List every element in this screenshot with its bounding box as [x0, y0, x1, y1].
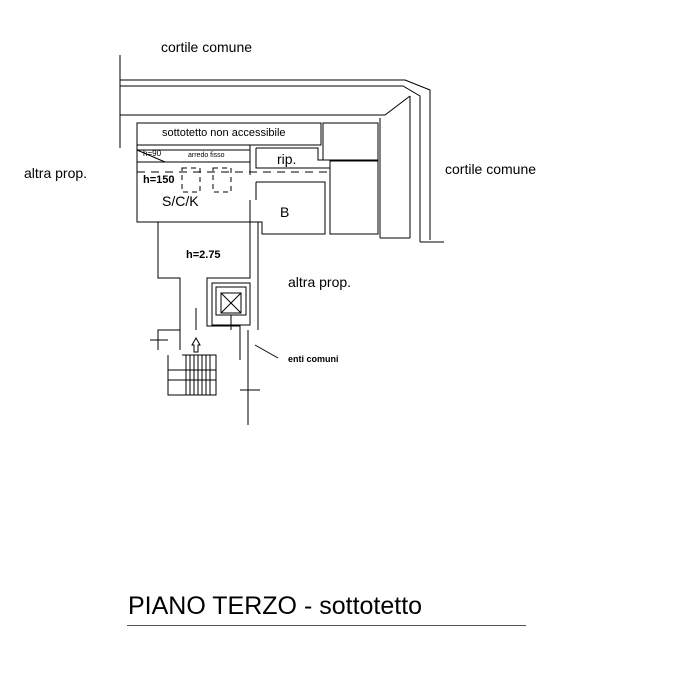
- up-arrow-icon: [192, 338, 200, 352]
- label-h275: h=2.75: [186, 249, 221, 261]
- drawing-title: PIANO TERZO - sottotetto: [128, 592, 423, 620]
- label-altra-left: altra prop.: [24, 165, 88, 181]
- title-underline: [127, 625, 526, 626]
- rip-closet: [256, 148, 330, 168]
- bathroom-outline: [250, 182, 325, 234]
- staircase: [150, 340, 216, 395]
- corridor-outline: [158, 222, 180, 350]
- courtyard-boundary: [120, 55, 444, 242]
- room-right-top: [323, 123, 378, 160]
- label-arredo: arredo fisso: [188, 152, 225, 159]
- label-h150: h=150: [143, 174, 175, 186]
- label-sottotetto: sottotetto non accessibile: [162, 127, 286, 139]
- label-cortile-right: cortile comune: [445, 161, 537, 177]
- sottotetto-strip: [137, 123, 321, 145]
- label-cortile-top: cortile comune: [161, 39, 253, 55]
- attic-room-outline: [137, 145, 250, 222]
- label-enti-comuni: enti comuni: [288, 354, 339, 364]
- label-sck: S/C/K: [162, 193, 199, 209]
- enti-leader-line: [255, 345, 278, 358]
- label-bath: B: [280, 204, 290, 220]
- label-altra-right: altra prop.: [288, 274, 352, 290]
- label-h90: h=90: [143, 149, 162, 158]
- room-right-bottom: [330, 161, 378, 234]
- label-rip: rip.: [277, 151, 297, 167]
